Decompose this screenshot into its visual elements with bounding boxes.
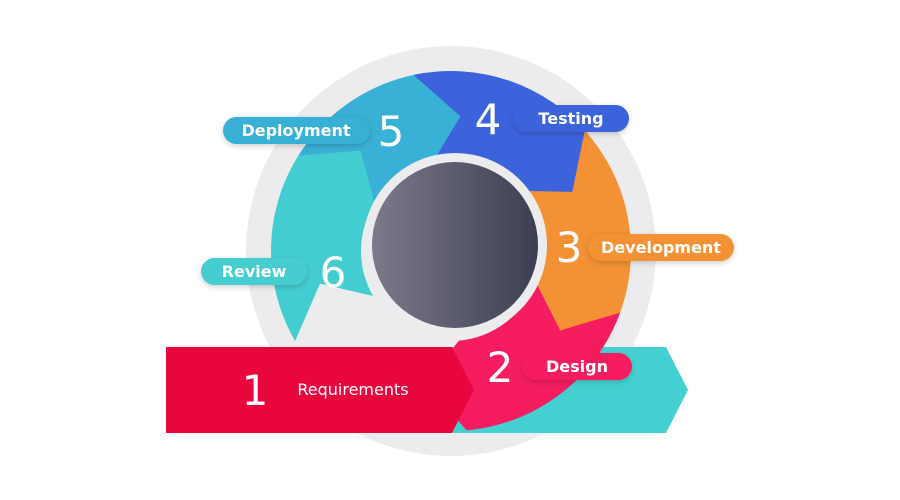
stage-5-pill (223, 117, 370, 144)
requirements-arrow (166, 347, 474, 433)
stage-2-label: Design (546, 357, 608, 376)
stage-6-number: 6 (320, 248, 347, 297)
stage-1-label: Requirements (297, 380, 408, 399)
stage-6-label: Review (222, 262, 287, 281)
segment-2-design (425, 281, 621, 431)
segment-6-review (271, 146, 378, 341)
segment-3-development (517, 130, 631, 335)
stage-2-number: 2 (487, 343, 514, 392)
stage-5-pill-bg (223, 117, 370, 144)
stage-4-number: 4 (475, 95, 502, 144)
stage-3-pill-bg (588, 234, 734, 261)
stage-4-label: Testing (538, 109, 603, 128)
stage-3-number: 3 (556, 223, 583, 272)
stage-5-number: 5 (378, 107, 405, 156)
stage-3-pill (588, 234, 734, 261)
stage-3-label: Development (601, 238, 721, 257)
stage-1-number: 1 (242, 366, 269, 415)
stage-2-pill (522, 353, 632, 380)
segment-5-deployment (298, 72, 470, 204)
stage-2-pill-bg (522, 353, 632, 380)
stage-6-pill-bg (201, 258, 307, 285)
stage-6-pill (201, 258, 307, 285)
stage-5-label: Deployment (241, 121, 350, 140)
stage-4-pill-bg (513, 105, 629, 132)
segment-4-testing (413, 71, 589, 197)
center-hub (372, 162, 538, 328)
stage-4-pill (513, 105, 629, 132)
